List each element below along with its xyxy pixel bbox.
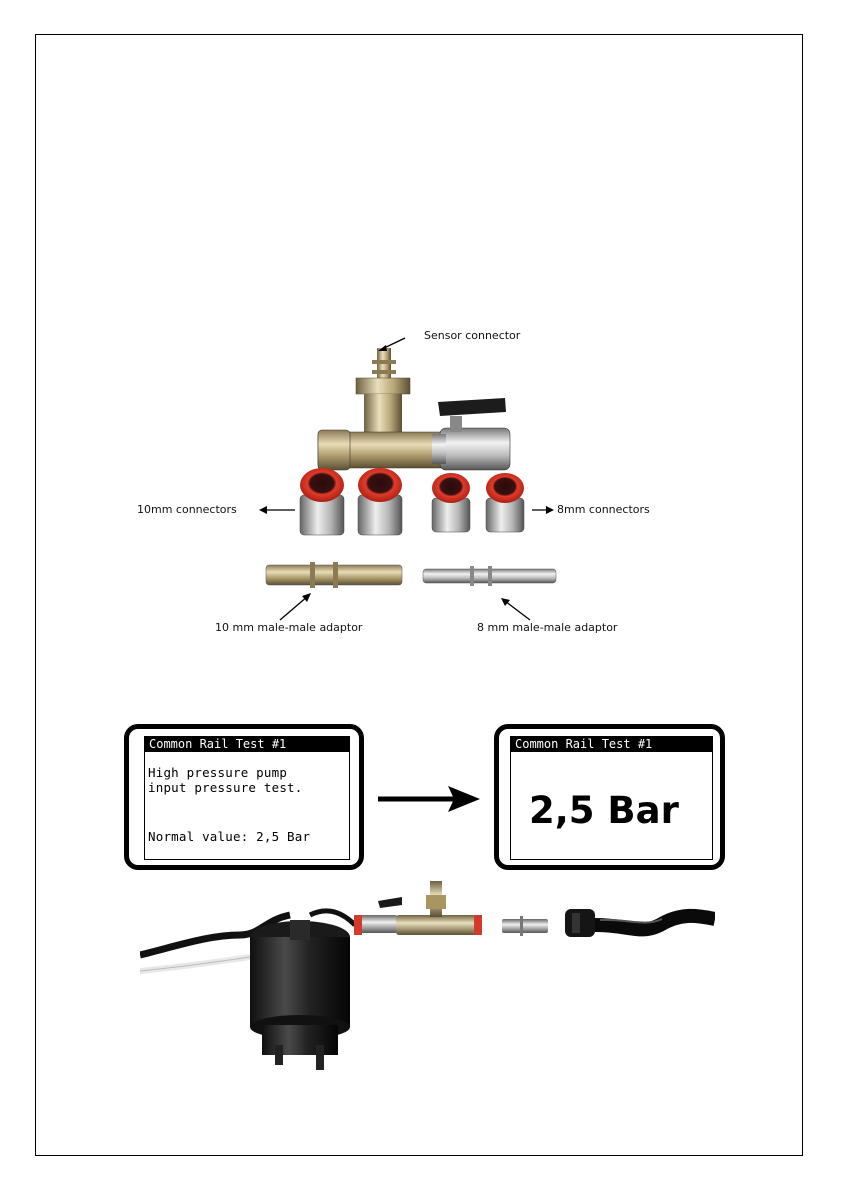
screen-line-1: High pressure pump: [148, 765, 287, 780]
label-8mm-connectors: 8mm connectors: [557, 503, 650, 516]
screen-line-2: input pressure test.: [148, 780, 303, 795]
right-arrow-icon: [374, 784, 484, 814]
label-10mm-connectors: 10mm connectors: [137, 503, 237, 516]
pressure-kit-photo: [120, 320, 680, 640]
screen-normal-value: Normal value: 2,5 Bar: [148, 829, 310, 844]
label-sensor-connector: Sensor connector: [424, 329, 520, 342]
pressure-reading: 2,5 Bar: [529, 789, 679, 832]
screen-display: Common Rail Test #1 High pressure pump i…: [144, 736, 350, 860]
fuel-filter-connection-photo: [140, 875, 715, 1075]
screen-title: Common Rail Test #1: [145, 737, 349, 752]
label-10mm-adaptor: 10 mm male-male adaptor: [215, 621, 362, 634]
label-8mm-adaptor: 8 mm male-male adaptor: [477, 621, 617, 634]
screen-display: Common Rail Test #1 2,5 Bar: [510, 736, 713, 860]
test-screen-after: Common Rail Test #1 2,5 Bar: [494, 724, 725, 870]
test-screen-before: Common Rail Test #1 High pressure pump i…: [124, 724, 364, 870]
screen-title: Common Rail Test #1: [511, 737, 712, 752]
